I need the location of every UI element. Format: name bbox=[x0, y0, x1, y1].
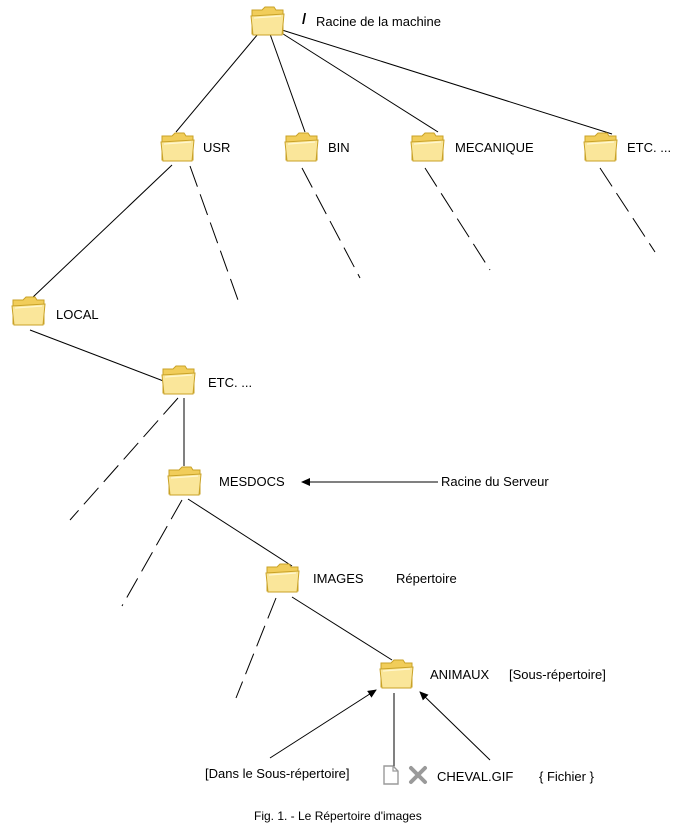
folder-icon bbox=[161, 365, 196, 395]
annotation-repertoire: Répertoire bbox=[396, 571, 457, 586]
label-usr: USR bbox=[203, 140, 231, 155]
annotation-dans-sous-repertoire: [Dans le Sous-répertoire] bbox=[205, 766, 350, 781]
edge-root-etc bbox=[281, 29, 613, 135]
edge-root-mecanique bbox=[279, 31, 439, 133]
label-root: Racine de la machine bbox=[316, 14, 442, 29]
label-local: LOCAL bbox=[56, 307, 99, 322]
label-animaux: ANIMAUX bbox=[430, 667, 490, 682]
root-slash: / bbox=[302, 11, 307, 28]
document-icon bbox=[383, 765, 399, 785]
dashed-bin bbox=[301, 167, 361, 279]
arrow-dans-sous-repertoire bbox=[269, 689, 377, 759]
dashed-etc bbox=[599, 167, 656, 253]
folder-icon bbox=[379, 659, 414, 689]
label-etc-mid: ETC. ... bbox=[208, 375, 253, 390]
folder-icon bbox=[167, 466, 202, 496]
label-images: IMAGES bbox=[313, 571, 364, 586]
label-file: CHEVAL.GIF bbox=[437, 769, 514, 784]
dashed-mecanique bbox=[424, 167, 491, 271]
label-etc-top: ETC. ... bbox=[627, 140, 672, 155]
edge-animaux-file bbox=[386, 693, 395, 767]
cross-icon bbox=[409, 766, 427, 784]
edge-root-usr bbox=[175, 33, 259, 133]
label-mesdocs: MESDOCS bbox=[219, 474, 285, 489]
annotation-server-root: Racine du Serveur bbox=[441, 474, 549, 489]
folder-icon bbox=[160, 132, 195, 162]
annotation-fichier: { Fichier } bbox=[539, 769, 594, 784]
dashed-images bbox=[235, 597, 277, 699]
dashed-mesdocs bbox=[121, 499, 183, 607]
label-mecanique: MECANIQUE bbox=[455, 140, 534, 155]
folder-icon bbox=[583, 132, 618, 162]
folder-icon bbox=[250, 6, 285, 36]
dashed-etc-mid bbox=[69, 397, 179, 521]
dashed-usr bbox=[189, 165, 239, 301]
edge-root-bin bbox=[269, 33, 306, 133]
edge-mesdocs-images bbox=[187, 498, 293, 567]
folder-icon bbox=[11, 296, 46, 326]
label-bin: BIN bbox=[328, 140, 350, 155]
annotation-sous-repertoire: [Sous-répertoire] bbox=[509, 667, 606, 682]
folder-icon bbox=[284, 132, 319, 162]
folder-icon bbox=[265, 563, 300, 593]
figure-caption: Fig. 1. - Le Répertoire d'images bbox=[254, 809, 422, 823]
edge-usr-local bbox=[31, 164, 173, 299]
edge-local-etc bbox=[29, 329, 167, 383]
arrow-fichier bbox=[419, 691, 491, 761]
edge-images-animaux bbox=[291, 596, 393, 661]
folder-icon bbox=[410, 132, 445, 162]
